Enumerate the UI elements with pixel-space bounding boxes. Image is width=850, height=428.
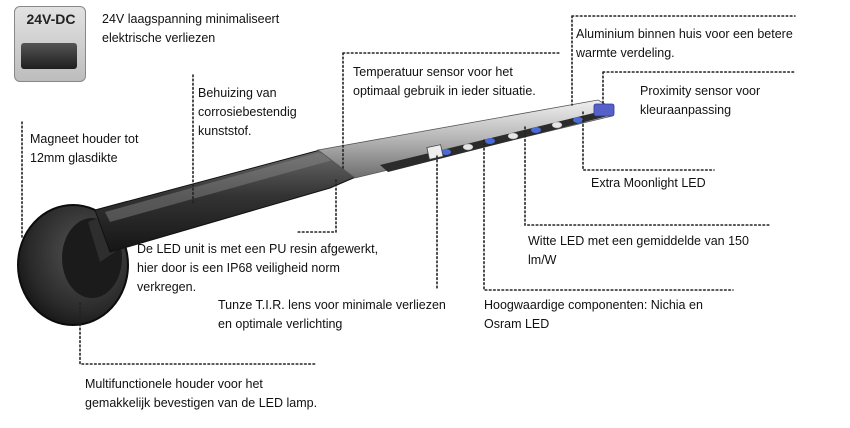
leader-proximity (602, 71, 796, 106)
callout-line: Temperatuur sensor voor het (353, 65, 513, 79)
led-lamp-illustration (17, 99, 615, 326)
led-bead (551, 121, 563, 129)
callout-line: De LED unit is met een PU resin afgewerk… (137, 242, 379, 256)
led-bead (485, 138, 495, 144)
callout-line: Multifunctionele houder voor het (85, 377, 263, 391)
leader-lines (21, 15, 796, 365)
temperature-sensor (426, 144, 444, 160)
callout-moonlight-led: Extra Moonlight LED (591, 174, 706, 193)
led-bead (573, 117, 583, 123)
callout-line: warmte verdeling. (576, 46, 675, 60)
callout-multifunctional-holder: Multifunctionele houder voor het gemakke… (85, 375, 317, 413)
adapter-body (21, 43, 77, 69)
led-bead (531, 127, 541, 133)
callout-line: Aluminium binnen huis voor een betere (576, 27, 793, 41)
leader-temperature-sensor (342, 52, 561, 171)
callout-line: Osram LED (484, 317, 550, 331)
callout-components: Hoogwaardige componenten: Nichia en Osra… (484, 296, 703, 334)
leader-aluminium (571, 15, 796, 106)
callout-line: lm/W (528, 253, 557, 267)
callout-temperature-sensor: Temperatuur sensor voor het optimaal geb… (353, 63, 536, 101)
callout-line: verkregen. (137, 280, 197, 294)
callout-line: corrosiebestendig (198, 105, 297, 119)
led-bead (441, 149, 451, 155)
callout-line: Hoogwaardige componenten: Nichia en (484, 298, 703, 312)
aluminium-profile (317, 99, 613, 179)
callout-magnet-holder: Magneet houder tot 12mm glasdikte (30, 130, 138, 168)
callout-line: Extra Moonlight LED (591, 176, 706, 190)
arm-highlight (105, 153, 340, 222)
callout-proximity-sensor: Proximity sensor voor kleuraanpassing (640, 82, 760, 120)
led-bead (462, 143, 474, 151)
callout-line: Magneet houder tot (30, 132, 139, 146)
power-adapter-icon: 24V-DC (14, 6, 86, 82)
adapter-label: 24V-DC (26, 11, 76, 27)
callout-line: optimaal gebruik in ieder situatie. (353, 84, 536, 98)
callout-aluminium-housing: Aluminium binnen huis voor een betere wa… (576, 25, 793, 63)
plastic-arm-housing (94, 149, 374, 253)
leader-multi-holder (79, 302, 316, 365)
callout-tir-lens: Tunze T.I.R. lens voor minimale verlieze… (218, 296, 446, 334)
callout-pu-resin: De LED unit is met een PU resin afgewerk… (137, 240, 378, 297)
callout-line: gemakkelijk bevestigen van de LED lamp. (85, 396, 318, 410)
callout-line: Witte LED met een gemiddelde van 150 (528, 234, 749, 248)
callout-line: kleuraanpassing (640, 103, 732, 117)
callout-white-led: Witte LED met een gemiddelde van 150 lm/… (528, 232, 749, 270)
callout-line: en optimale verlichting (218, 317, 343, 331)
leader-components (483, 139, 734, 291)
leader-pu-resin (295, 179, 337, 233)
callout-line: hier door is een IP68 veiligheid norm (137, 261, 340, 275)
callout-line: Behuizing van (198, 86, 277, 100)
moonlight-led-cap (593, 103, 615, 117)
led-bead (507, 132, 519, 140)
callout-line: Proximity sensor voor (640, 84, 761, 98)
callout-adapter: 24V laagspanning minimaliseert elektrisc… (102, 10, 279, 48)
callout-line: elektrische verliezen (102, 31, 216, 45)
callout-line: Tunze T.I.R. lens voor minimale verlieze… (218, 298, 446, 312)
callout-housing: Behuizing van corrosiebestendig kunststo… (198, 84, 297, 141)
callout-line: 12mm glasdikte (30, 151, 118, 165)
leader-moonlight (582, 111, 715, 171)
callout-line: 24V laagspanning minimaliseert (102, 12, 280, 26)
callout-line: kunststof. (198, 124, 252, 138)
leader-white-led (524, 126, 770, 226)
